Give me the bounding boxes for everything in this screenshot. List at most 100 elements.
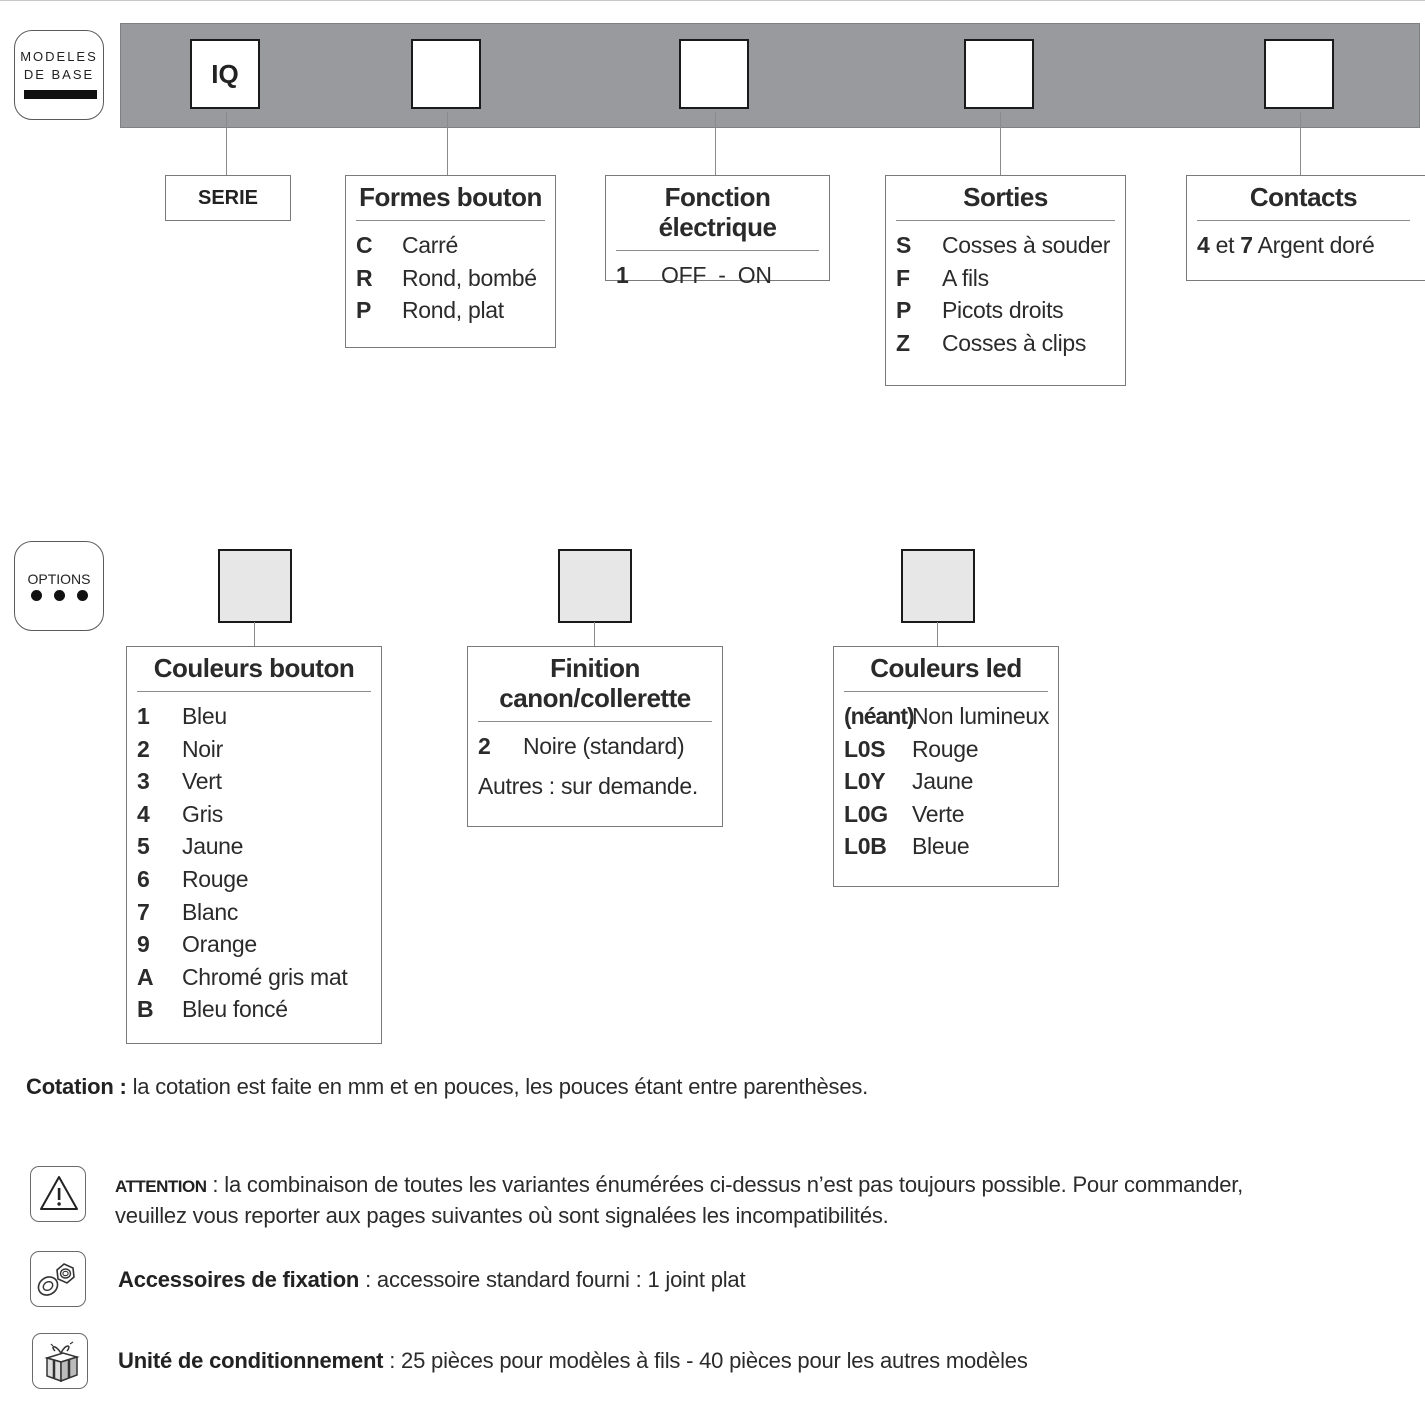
- item-code: L0B: [844, 833, 887, 860]
- attention-text2: veuillez vous reporter aux pages suivant…: [115, 1203, 889, 1228]
- accessoires-text: : accessoire standard fourni : 1 joint p…: [359, 1267, 746, 1292]
- item-code: 3: [137, 768, 150, 795]
- item-code: 1: [137, 703, 150, 729]
- fonction-code-box[interactable]: [679, 39, 749, 109]
- contacts-code-box[interactable]: [1264, 39, 1334, 109]
- item-label: Jaune: [912, 768, 974, 795]
- attention-text1: : la combinaison de toutes les variantes…: [206, 1172, 1244, 1197]
- list-item: (néant)Non lumineux: [844, 700, 1050, 733]
- list-item: 1 Bleu: [137, 700, 371, 733]
- ellipsis-icon: [15, 588, 103, 606]
- finition-note: Autres : sur demande.: [478, 772, 698, 799]
- item-label: Rouge: [912, 735, 979, 762]
- item-label: Cosses à souder: [942, 232, 1111, 258]
- list-item: L0B Bleue: [844, 830, 1048, 863]
- item-code: 9: [137, 931, 150, 958]
- item-label: Verte: [912, 800, 965, 827]
- list-item: P Rond, plat: [356, 294, 545, 327]
- item-code: P: [356, 297, 372, 324]
- unite-label: Unité de conditionnement: [118, 1348, 384, 1373]
- item-label: Picots droits: [942, 297, 1064, 324]
- item-code: 1: [616, 262, 629, 288]
- badge-line1: MODELES: [20, 49, 98, 64]
- item-label: OFF - ON: [661, 262, 772, 288]
- item-label: Carré: [402, 232, 459, 258]
- accessoires-note: Accessoires de fixation : accessoire sta…: [118, 1265, 746, 1294]
- item-code: 6: [137, 865, 150, 892]
- item-label: Bleu: [182, 703, 227, 729]
- item-code: L0G: [844, 800, 888, 827]
- formes-connector: [447, 112, 448, 176]
- contacts-table: Contacts 4 et 7 Argent doré: [1186, 175, 1425, 281]
- item-code: P: [896, 297, 912, 324]
- couleurs-led-code-box[interactable]: [901, 549, 975, 623]
- list-item: 7 Blanc: [137, 896, 371, 929]
- item-label: Cosses à clips: [942, 329, 1087, 356]
- item-code: L0Y: [844, 768, 886, 795]
- contacts-title: Contacts: [1197, 182, 1410, 221]
- attention-note: ATTENTION : la combinaison de toutes les…: [115, 1170, 1243, 1230]
- item-label: A fils: [942, 264, 989, 291]
- list-item: 4 et 7 Argent doré: [1197, 229, 1420, 262]
- fonction-table: Fonction électrique 1 OFF - ON: [605, 175, 830, 288]
- item-label: Argent doré: [1257, 232, 1375, 258]
- base-code-band: [120, 23, 1420, 128]
- sorties-code-box[interactable]: [964, 39, 1034, 109]
- item-label: Gris: [182, 800, 223, 827]
- item-code: C: [356, 232, 373, 258]
- unite-note: Unité de conditionnement : 25 pièces pou…: [118, 1346, 1028, 1375]
- item-code: 7: [1240, 232, 1253, 258]
- formes-title: Formes bouton: [356, 182, 545, 221]
- cotation-text: la cotation est faite en mm et en pouces…: [126, 1074, 869, 1099]
- options-badge: OPTIONS: [14, 541, 104, 631]
- options-label: OPTIONS: [27, 571, 91, 587]
- item-code: 7: [137, 898, 150, 925]
- item-label: Blanc: [182, 898, 239, 925]
- couleurs-bouton-title: Couleurs bouton: [137, 653, 371, 692]
- item-label: Noir: [182, 735, 223, 762]
- item-code: A: [137, 963, 154, 990]
- item-label: Bleue: [912, 833, 970, 860]
- item-label: Jaune: [182, 833, 244, 860]
- couleurs-bouton-connector: [254, 622, 255, 647]
- serie-code-box: IQ: [190, 39, 260, 109]
- item-label: Orange: [182, 931, 257, 958]
- item-label: Bleu foncé: [182, 996, 288, 1023]
- item-code: S: [896, 232, 912, 258]
- finition-title-line1: Finition: [550, 653, 640, 683]
- item-label: Non lumineux: [912, 703, 1050, 729]
- list-item: 2 Noir: [137, 733, 371, 766]
- base-models-badge: MODELES DE BASE: [14, 30, 104, 120]
- couleurs-led-title: Couleurs led: [844, 653, 1048, 692]
- badge-line2: DE BASE: [23, 67, 95, 82]
- item-label: Noire (standard): [523, 733, 685, 759]
- item-code: (néant): [844, 703, 915, 729]
- item-label: Rond, plat: [402, 297, 504, 324]
- sorties-title: Sorties: [896, 182, 1115, 221]
- list-item: 9 Orange: [137, 928, 371, 961]
- item-code: 5: [137, 833, 150, 860]
- accessoires-label: Accessoires de fixation: [118, 1267, 360, 1292]
- unite-text: : 25 pièces pour modèles à fils - 40 piè…: [383, 1348, 1028, 1373]
- couleurs-led-connector: [937, 622, 938, 647]
- item-label: Chromé gris mat: [182, 963, 348, 990]
- serie-table: SERIE: [165, 175, 291, 221]
- finition-title-line2: canon/collerette: [499, 683, 691, 713]
- list-item: 1 OFF - ON: [616, 259, 819, 292]
- couleurs-bouton-code-box[interactable]: [218, 549, 292, 623]
- fonction-title: Fonction électrique: [616, 182, 819, 251]
- finition-code-box[interactable]: [558, 549, 632, 623]
- formes-code-box[interactable]: [411, 39, 481, 109]
- item-code: 2: [137, 735, 150, 762]
- cotation-note: Cotation : la cotation est faite en mm e…: [26, 1072, 868, 1101]
